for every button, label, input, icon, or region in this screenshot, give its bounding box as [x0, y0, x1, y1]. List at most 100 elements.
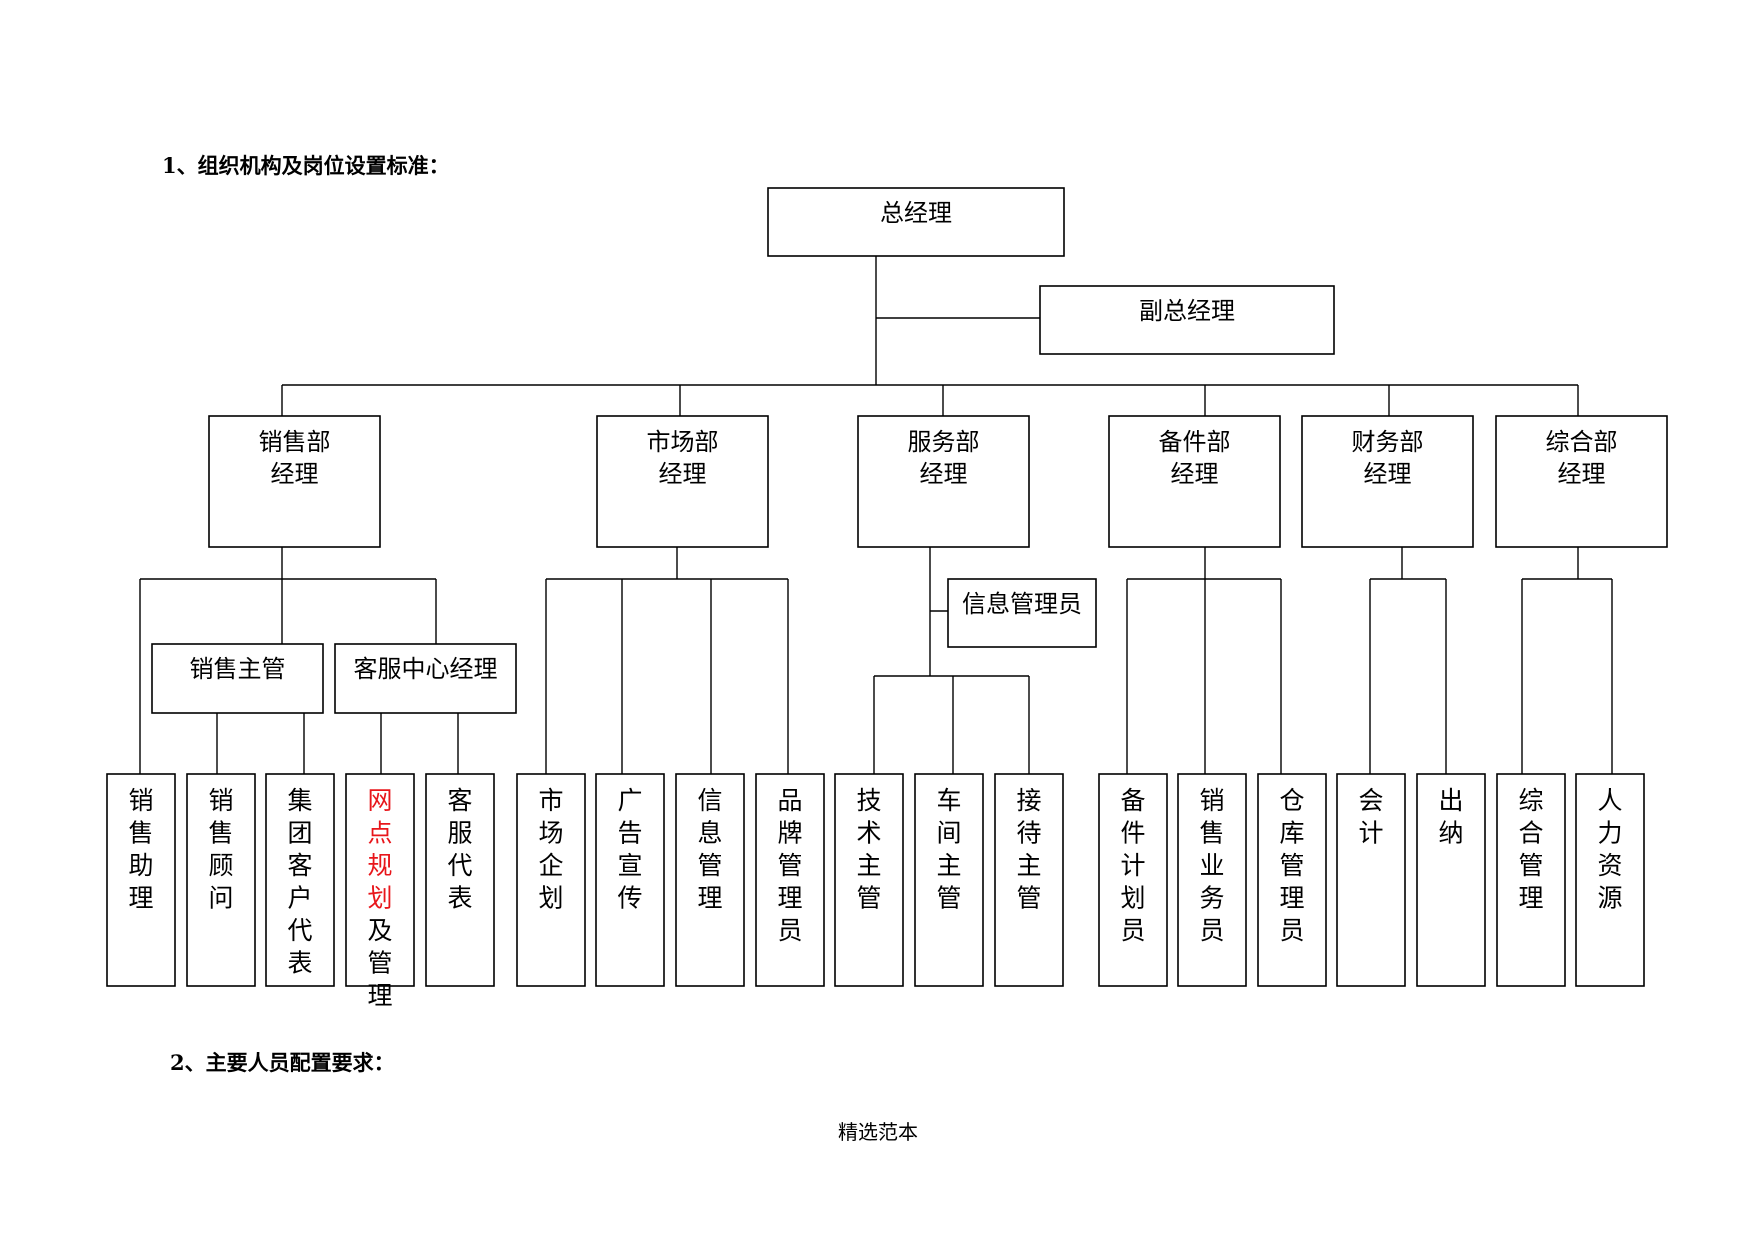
position-char-sales-clerk: 售 — [1199, 819, 1224, 848]
position-box-market-planning — [516, 773, 586, 987]
position-box-warehouse-manager — [1257, 773, 1327, 987]
position-box-sales-assistant — [106, 773, 176, 987]
position-char-warehouse-manager: 理 — [1279, 884, 1304, 913]
position-char-human-resources: 资 — [1597, 851, 1622, 880]
position-char-network-planning: 理 — [367, 981, 392, 1010]
position-char-parts-planner: 件 — [1120, 819, 1145, 848]
position-box-workshop-supervisor — [914, 773, 984, 987]
department-name-general: 综合部 — [1546, 428, 1618, 456]
position-char-sales-assistant: 售 — [128, 819, 153, 848]
position-char-workshop-supervisor: 管 — [936, 884, 961, 913]
position-char-group-client-rep: 客 — [287, 851, 312, 880]
position-char-group-client-rep: 集 — [287, 786, 312, 815]
position-char-sales-assistant: 助 — [128, 851, 153, 880]
position-char-reception-supervisor: 接 — [1016, 786, 1041, 815]
department-title-general: 经理 — [1558, 460, 1606, 488]
gm-box — [767, 187, 1065, 257]
position-char-network-planning: 及 — [367, 916, 392, 945]
position-char-info-management: 管 — [697, 851, 722, 880]
position-char-parts-planner: 划 — [1120, 884, 1145, 913]
position-char-group-client-rep: 团 — [287, 819, 312, 848]
position-box-reception-supervisor — [994, 773, 1064, 987]
mid-label-cs-center-manager: 客服中心经理 — [354, 655, 498, 683]
position-char-network-planning: 点 — [367, 819, 392, 848]
position-char-sales-clerk: 销 — [1199, 786, 1224, 815]
position-char-network-planning: 网 — [367, 786, 392, 815]
position-box-brand-manager — [755, 773, 825, 987]
position-char-advertising: 宣 — [617, 851, 642, 880]
position-char-general-admin: 合 — [1518, 819, 1543, 848]
position-char-info-management: 信 — [697, 786, 722, 815]
position-box-sales-consultant — [186, 773, 256, 987]
position-char-reception-supervisor: 管 — [1016, 884, 1041, 913]
department-name-finance: 财务部 — [1352, 428, 1424, 456]
position-char-parts-planner: 员 — [1120, 916, 1145, 945]
department-title-service: 经理 — [920, 460, 968, 488]
mid-box-sales-supervisor — [151, 643, 324, 714]
position-box-info-management — [675, 773, 745, 987]
position-char-brand-manager: 管 — [777, 851, 802, 880]
position-char-sales-consultant: 销 — [208, 786, 233, 815]
position-box-accountant — [1336, 773, 1406, 987]
position-char-network-planning: 管 — [367, 949, 392, 978]
position-box-advertising — [595, 773, 665, 987]
department-title-sales: 经理 — [271, 460, 319, 488]
position-char-brand-manager: 品 — [777, 786, 802, 815]
position-char-cashier: 出 — [1438, 786, 1463, 815]
position-char-market-planning: 企 — [538, 851, 563, 880]
mid-label-info-administrator: 信息管理员 — [962, 590, 1082, 618]
position-char-warehouse-manager: 库 — [1279, 819, 1304, 848]
position-box-general-admin — [1496, 773, 1566, 987]
position-char-human-resources: 力 — [1597, 819, 1622, 848]
department-name-service: 服务部 — [908, 428, 980, 456]
position-char-cashier: 纳 — [1438, 819, 1463, 848]
position-char-info-management: 息 — [697, 819, 722, 848]
section-heading-staffing: 2、主要人员配置要求： — [170, 1050, 395, 1075]
position-char-parts-planner: 备 — [1120, 786, 1145, 815]
position-char-network-planning: 规 — [367, 851, 392, 880]
department-box-finance — [1301, 415, 1474, 548]
position-char-human-resources: 源 — [1597, 884, 1622, 913]
department-title-finance: 经理 — [1364, 460, 1412, 488]
position-char-reception-supervisor: 主 — [1016, 851, 1041, 880]
position-char-brand-manager: 牌 — [777, 819, 802, 848]
connector-lines — [139, 256, 1613, 774]
mid-label-sales-supervisor: 销售主管 — [190, 655, 286, 683]
position-char-market-planning: 划 — [538, 884, 563, 913]
position-box-sales-clerk — [1177, 773, 1247, 987]
mid-box-info-administrator — [947, 578, 1097, 648]
department-name-market: 市场部 — [647, 428, 719, 456]
position-box-tech-supervisor — [834, 773, 904, 987]
department-title-parts: 经理 — [1171, 460, 1219, 488]
position-char-accountant: 计 — [1358, 819, 1383, 848]
position-char-brand-manager: 理 — [777, 884, 802, 913]
position-char-advertising: 传 — [617, 884, 642, 913]
position-char-sales-consultant: 售 — [208, 819, 233, 848]
department-box-market — [596, 415, 769, 548]
position-char-warehouse-manager: 员 — [1279, 916, 1304, 945]
gm-label: 总经理 — [880, 199, 952, 227]
department-box-parts — [1108, 415, 1281, 548]
position-char-sales-clerk: 务 — [1199, 884, 1224, 913]
position-char-cs-rep: 表 — [447, 884, 472, 913]
position-char-market-planning: 市 — [538, 786, 563, 815]
position-char-cs-rep: 代 — [447, 851, 472, 880]
position-char-network-planning: 划 — [367, 884, 392, 913]
position-char-general-admin: 综 — [1518, 786, 1543, 815]
position-box-human-resources — [1575, 773, 1645, 987]
department-box-sales — [208, 415, 381, 548]
department-box-service — [857, 415, 1030, 548]
footer-text: 精选范本 — [838, 1120, 918, 1144]
position-char-advertising: 广 — [617, 786, 642, 815]
position-char-group-client-rep: 代 — [287, 916, 312, 945]
position-char-advertising: 告 — [617, 819, 642, 848]
position-char-sales-clerk: 业 — [1199, 851, 1224, 880]
position-char-group-client-rep: 户 — [287, 884, 312, 913]
position-box-cs-rep — [425, 773, 495, 987]
position-box-cashier — [1416, 773, 1486, 987]
department-title-market: 经理 — [659, 460, 707, 488]
position-char-tech-supervisor: 管 — [856, 884, 881, 913]
position-box-network-planning — [345, 773, 415, 987]
position-char-human-resources: 人 — [1597, 786, 1622, 815]
